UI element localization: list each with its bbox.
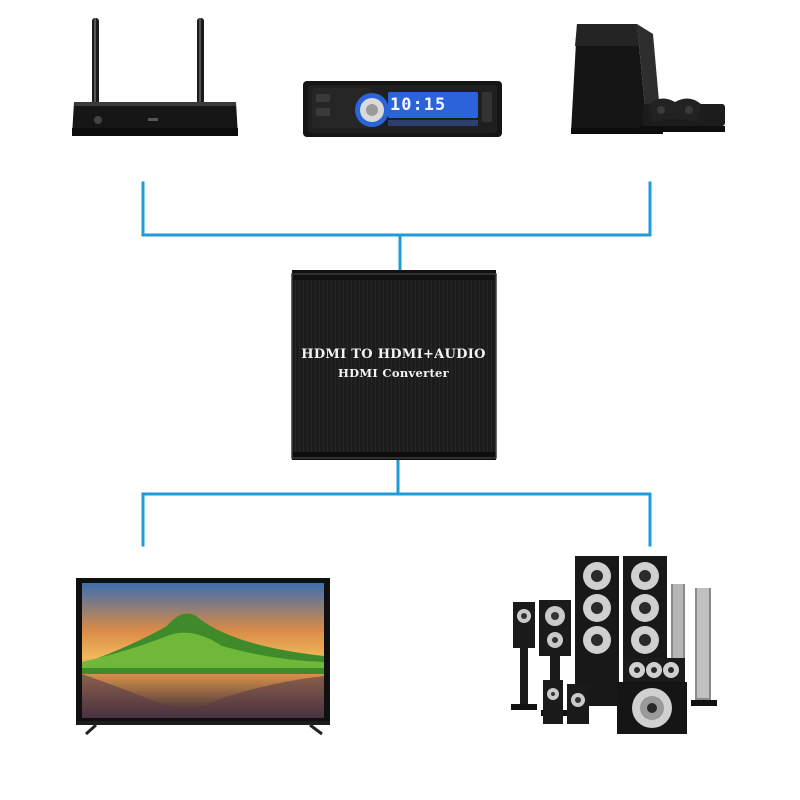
television-icon	[76, 578, 330, 736]
wifi-router-icon	[72, 18, 238, 136]
game-console-icon	[571, 24, 725, 134]
output-bus-line	[141, 492, 652, 547]
converter-subtitle: HDMI Converter	[337, 366, 450, 380]
converter-title: HDMI TO HDMI+AUDIO	[301, 347, 486, 362]
speaker-system-icon	[511, 556, 717, 734]
car-radio-icon	[303, 81, 502, 137]
input-bus-line	[141, 181, 652, 237]
hdmi-converter-box	[291, 270, 497, 460]
car-radio-display-time: 10:15	[390, 95, 447, 115]
